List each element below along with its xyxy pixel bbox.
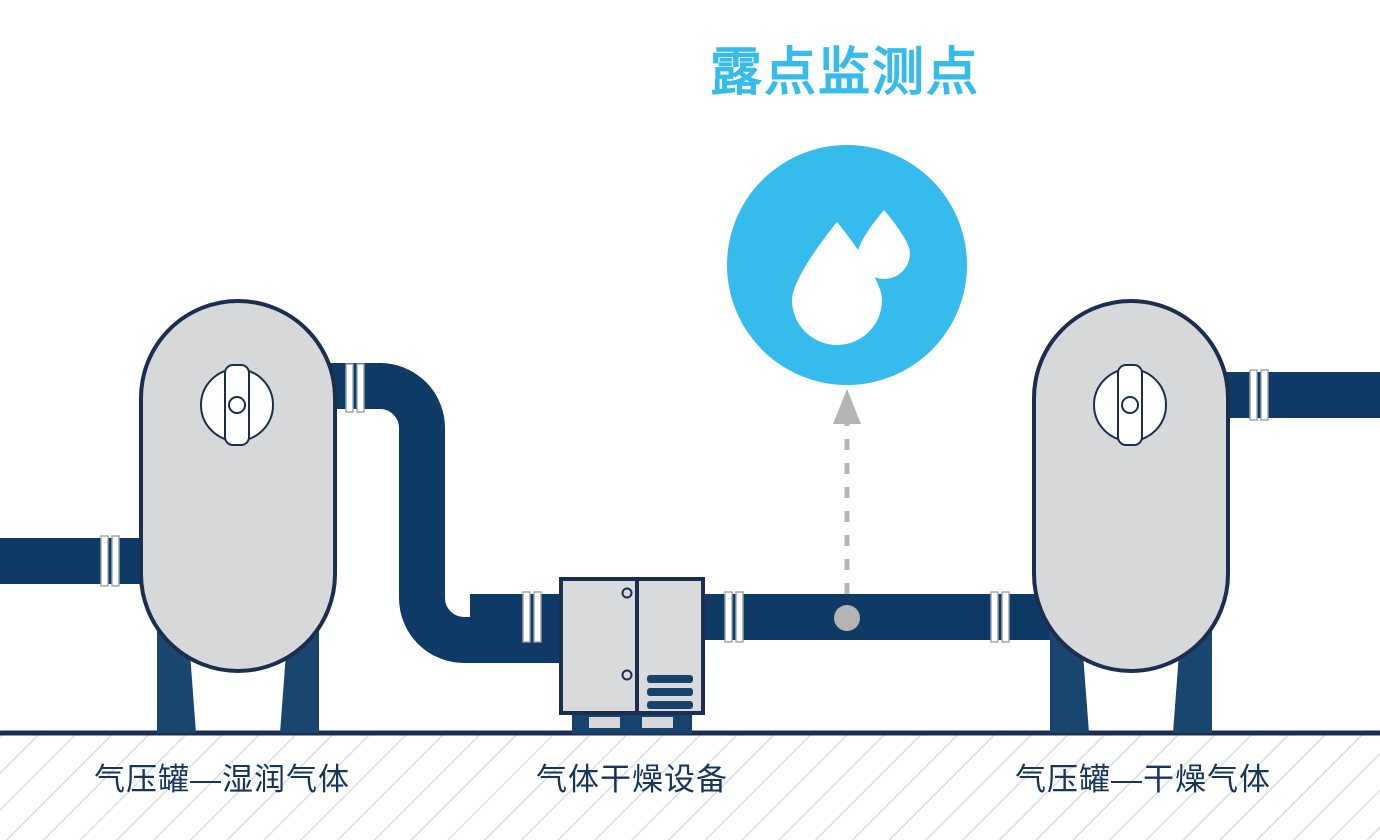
tank-valve[interactable] (1093, 364, 1167, 446)
valve-hub-icon (1121, 396, 1139, 414)
pressure-tank-dry[interactable] (1032, 299, 1230, 733)
dryer-fastener-top-icon (621, 587, 633, 599)
dryer-vent-bar-1 (647, 675, 693, 683)
pipe-coupling-right-outlet (1249, 369, 1269, 421)
leader-arrowhead-icon (833, 389, 861, 424)
caption-gas-dryer: 气体干燥设备 (536, 762, 728, 797)
pipe-coupling-wet-tank-outlet (345, 363, 365, 413)
dryer-base-pad-left (589, 717, 620, 728)
dew-point-sensor-badge[interactable] (727, 145, 967, 385)
page-title: 露点监测点 (710, 44, 980, 102)
ground (0, 730, 1380, 840)
dryer-fastener-bottom-icon (621, 669, 633, 681)
sensor-tap-point[interactable] (834, 605, 860, 631)
dryer-base-pad-right (642, 717, 673, 728)
ground-hatch-area (0, 734, 1380, 840)
pipe-coupling-dryer-inlet (522, 591, 542, 643)
sensor-leader-line (833, 389, 861, 631)
pipe-coupling-dryer-outlet (724, 591, 744, 643)
caption-wet-tank: 气压罐—湿润气体 (94, 762, 350, 797)
wet-tank-to-dryer-pipe (330, 363, 575, 663)
gas-dryer-unit[interactable] (559, 577, 705, 734)
tank-body (139, 299, 337, 673)
caption-dry-tank: 气压罐—干燥气体 (1015, 762, 1271, 797)
tank-valve[interactable] (200, 364, 274, 446)
right-outlet-pipe (1222, 372, 1380, 418)
water-droplet-small-icon (858, 210, 910, 279)
dryer-vent-bar-2 (647, 688, 693, 696)
pipe-coupling-dry-tank-inlet (990, 591, 1010, 643)
left-inlet-pipe (0, 538, 160, 584)
tank-body (1032, 299, 1230, 673)
valve-hub-icon (228, 396, 246, 414)
pressure-tank-wet[interactable] (139, 299, 337, 733)
dryer-vent-bar-3 (647, 701, 693, 709)
pipe-coupling-left-inlet (100, 535, 120, 587)
